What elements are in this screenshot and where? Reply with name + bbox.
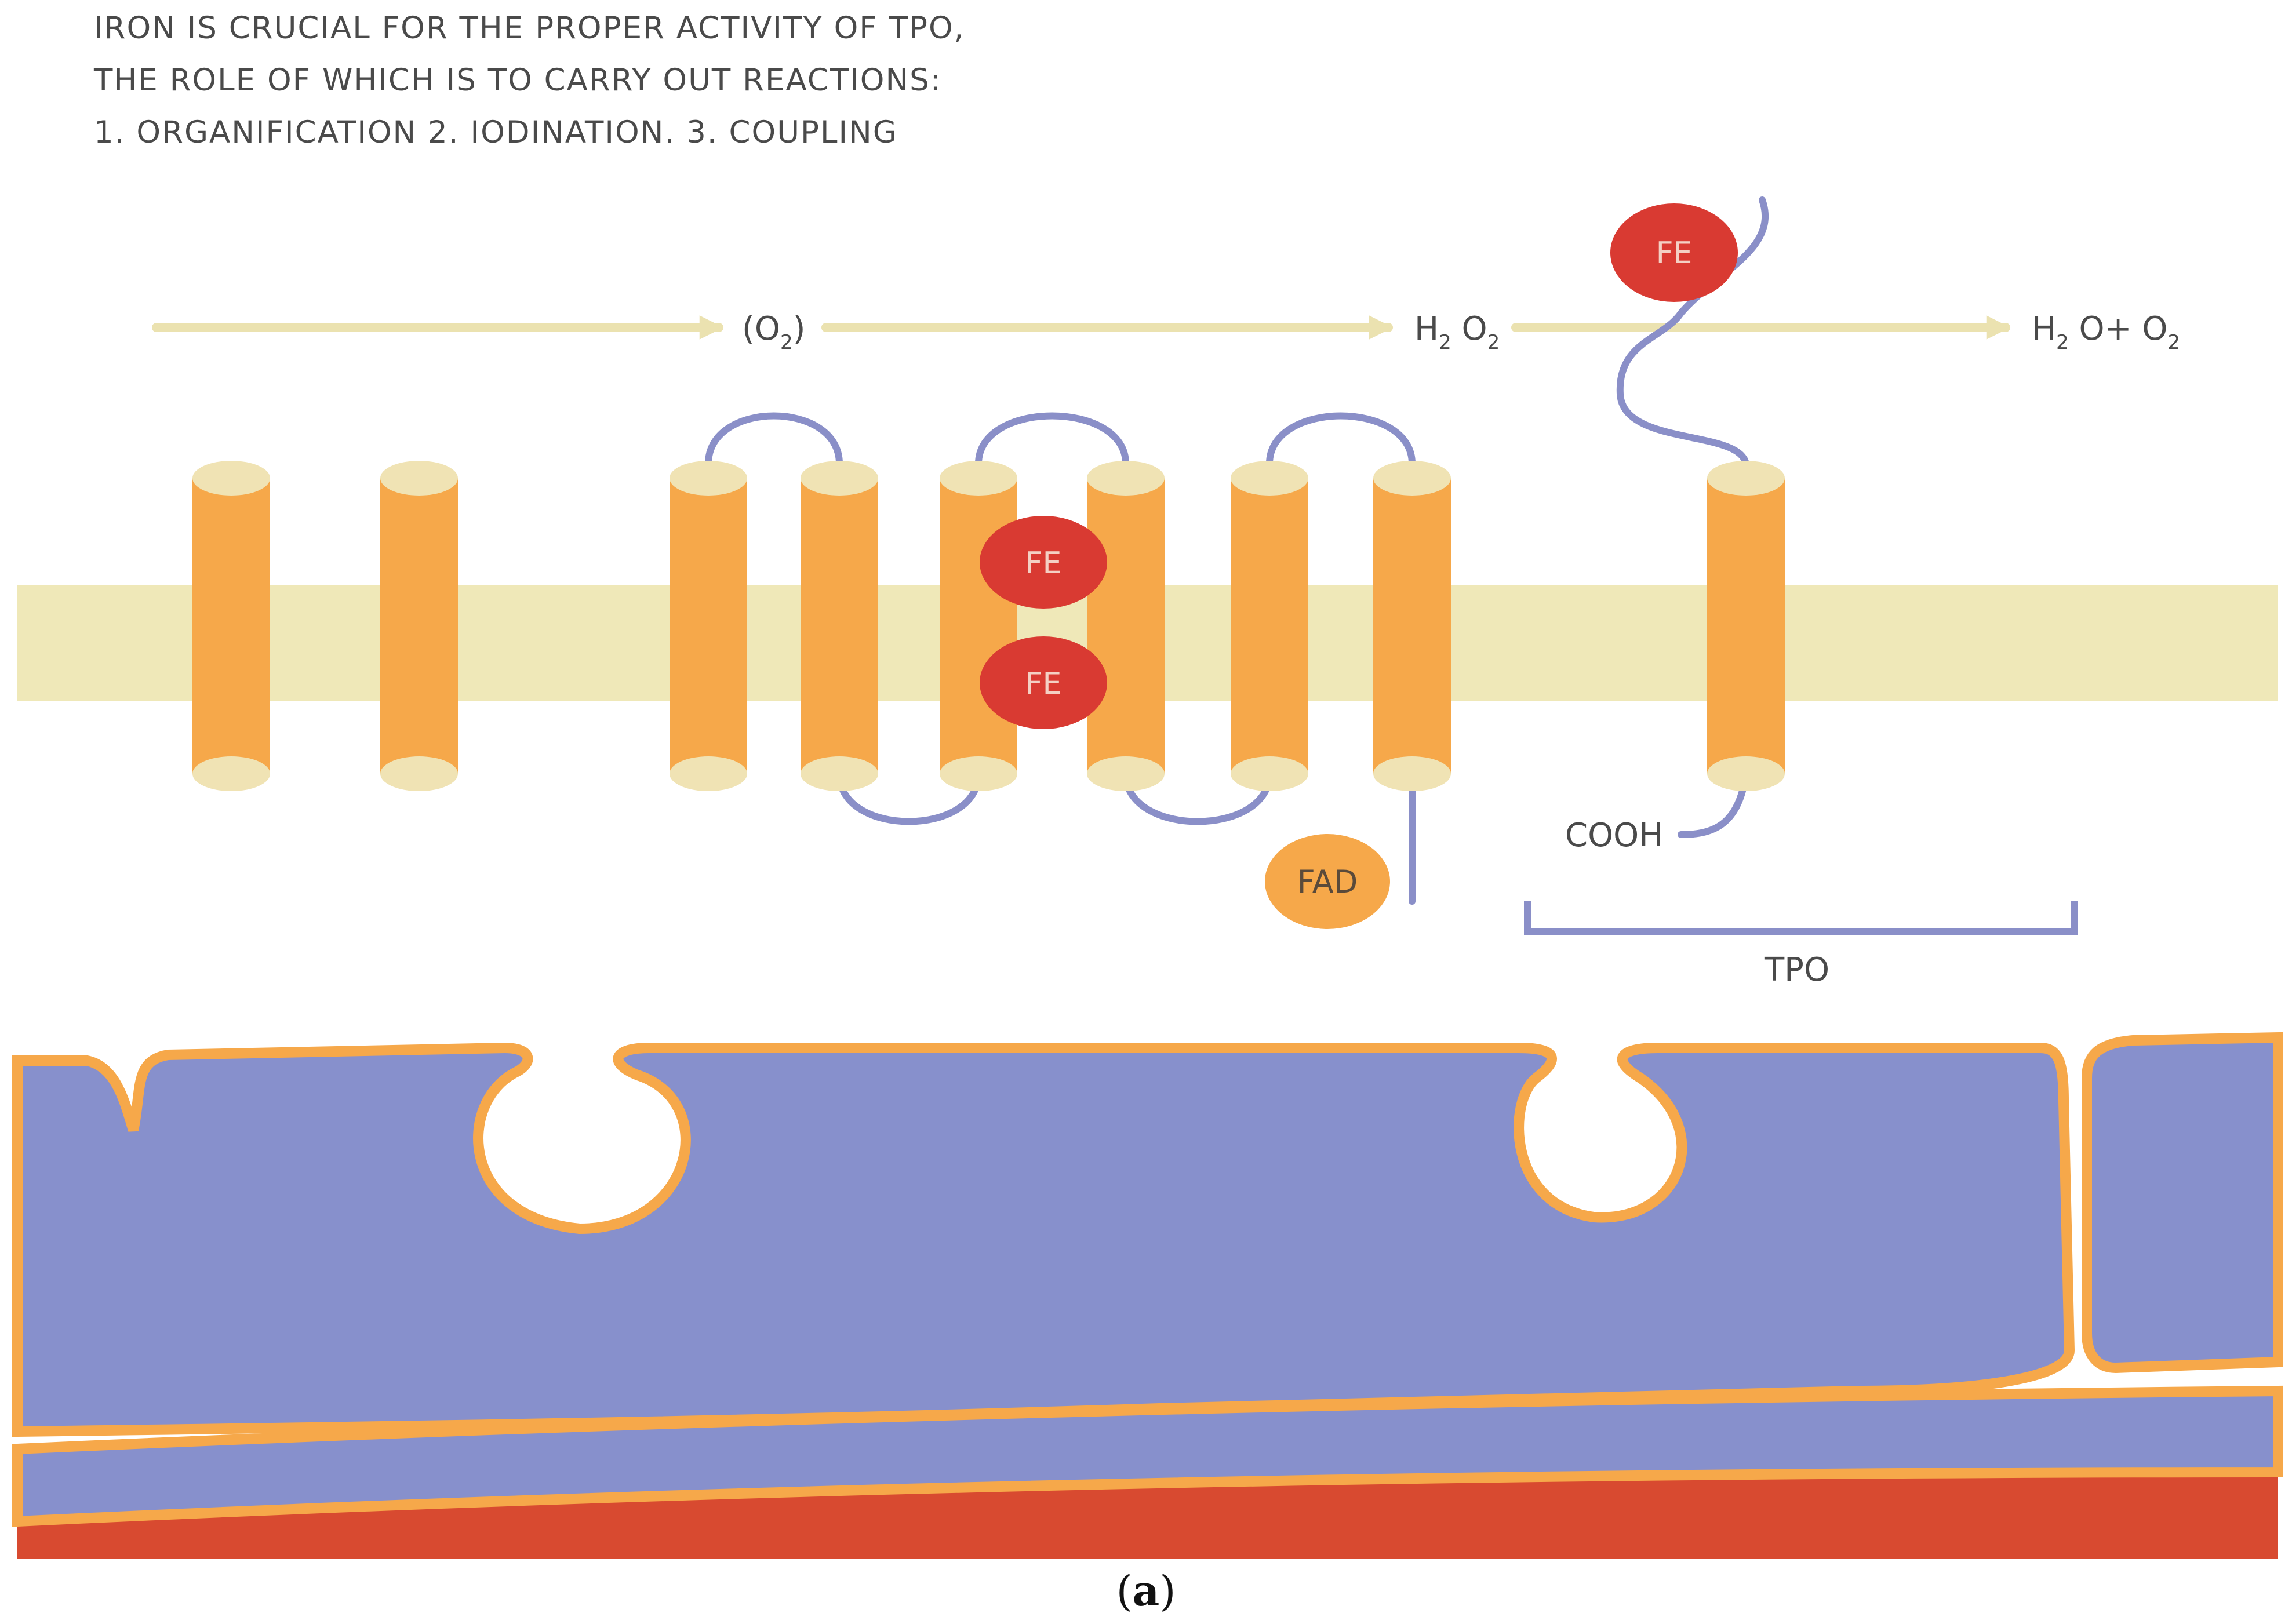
caption-line-3: 1. ORGANIFICATION 2. IODINATION. 3. COUP… [94, 115, 898, 150]
helix-4 [801, 478, 878, 774]
iron-label: FE [1025, 667, 1062, 701]
helix-3 [670, 478, 747, 774]
loop-bottom-2 [1122, 770, 1273, 825]
helix-5 [940, 478, 1017, 774]
thyroid-cell [12, 1042, 2075, 1437]
loops [705, 196, 1769, 905]
iron-top: FE [1610, 203, 1738, 302]
panel-label: (a) [1116, 1566, 1176, 1615]
tpo-label: TPO [1764, 951, 1829, 989]
products-label: H2 O+ O2 [2032, 310, 2180, 354]
o2-label: (O2) [742, 310, 805, 354]
loop-top-1 [705, 412, 843, 467]
helix-1 [192, 478, 270, 774]
helix-2 [380, 478, 458, 774]
caption-line-1: IRON IS CRUCIAL FOR THE PROPER ACTIVITY … [94, 10, 965, 46]
loop-top-2 [975, 412, 1129, 467]
iron-ellipse [1610, 203, 1738, 302]
helix-6 [1087, 478, 1165, 774]
iron-label: FE [1025, 546, 1062, 581]
cooh-label: COOH [1565, 817, 1663, 854]
iron-ellipse [980, 636, 1107, 729]
iron-label: FE [1656, 236, 1693, 271]
helix-tpo [1707, 478, 1785, 774]
fad: FAD [1265, 834, 1390, 929]
loop-bottom-1 [836, 770, 982, 825]
tissue [12, 1032, 2283, 1559]
bracket-line [1524, 901, 2078, 935]
helix-7 [1231, 478, 1308, 774]
helix-caps [192, 461, 1785, 791]
iron-lower: FE [980, 636, 1107, 729]
helices [192, 478, 1785, 774]
neighbor-cell-right [2082, 1032, 2283, 1374]
iron-ellipse [980, 516, 1107, 609]
tpo-bracket: TPO [1524, 901, 2078, 989]
fad-label: FAD [1297, 864, 1358, 900]
blood-vessel [17, 1466, 2278, 1559]
iron-upper: FE [980, 516, 1107, 609]
tpo-extracellular-tail [1616, 196, 1769, 467]
h2o2-label: H2 O2 [1414, 310, 1500, 354]
caption: IRON IS CRUCIAL FOR THE PROPER ACTIVITY … [93, 10, 965, 150]
caption-line-2: THE ROLE OF WHICH IS TO CARRY OUT REACTI… [93, 63, 942, 98]
fad-ellipse [1265, 834, 1390, 929]
helix-8 [1373, 478, 1451, 774]
loop-top-3 [1266, 412, 1416, 467]
